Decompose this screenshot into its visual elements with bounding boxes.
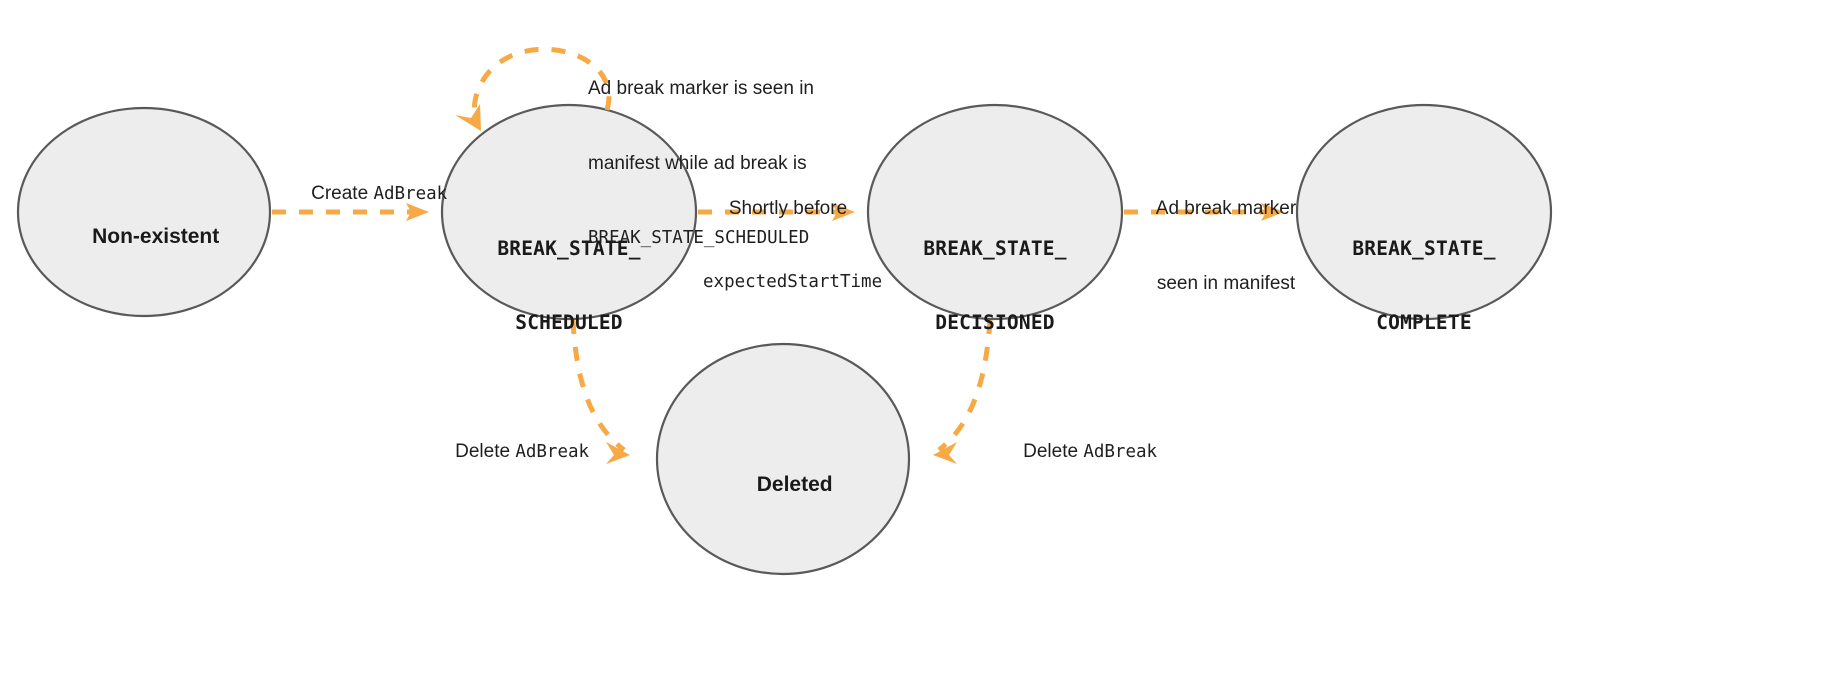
- node-break-state-decisioned[interactable]: [866, 103, 1124, 321]
- edge-decisioned-to-complete: [1124, 203, 1284, 221]
- edge-self-loop-scheduled: [455, 46, 612, 131]
- edge-scheduled-to-deleted: [570, 319, 630, 464]
- edge-decisioned-to-deleted: [933, 319, 993, 464]
- node-break-state-scheduled[interactable]: [440, 103, 698, 321]
- node-deleted[interactable]: [655, 342, 911, 576]
- edge-create-adbreak: [272, 203, 429, 221]
- edge-scheduled-to-decisioned: [698, 203, 855, 221]
- node-break-state-complete[interactable]: [1295, 103, 1553, 321]
- node-non-existent[interactable]: [16, 106, 272, 318]
